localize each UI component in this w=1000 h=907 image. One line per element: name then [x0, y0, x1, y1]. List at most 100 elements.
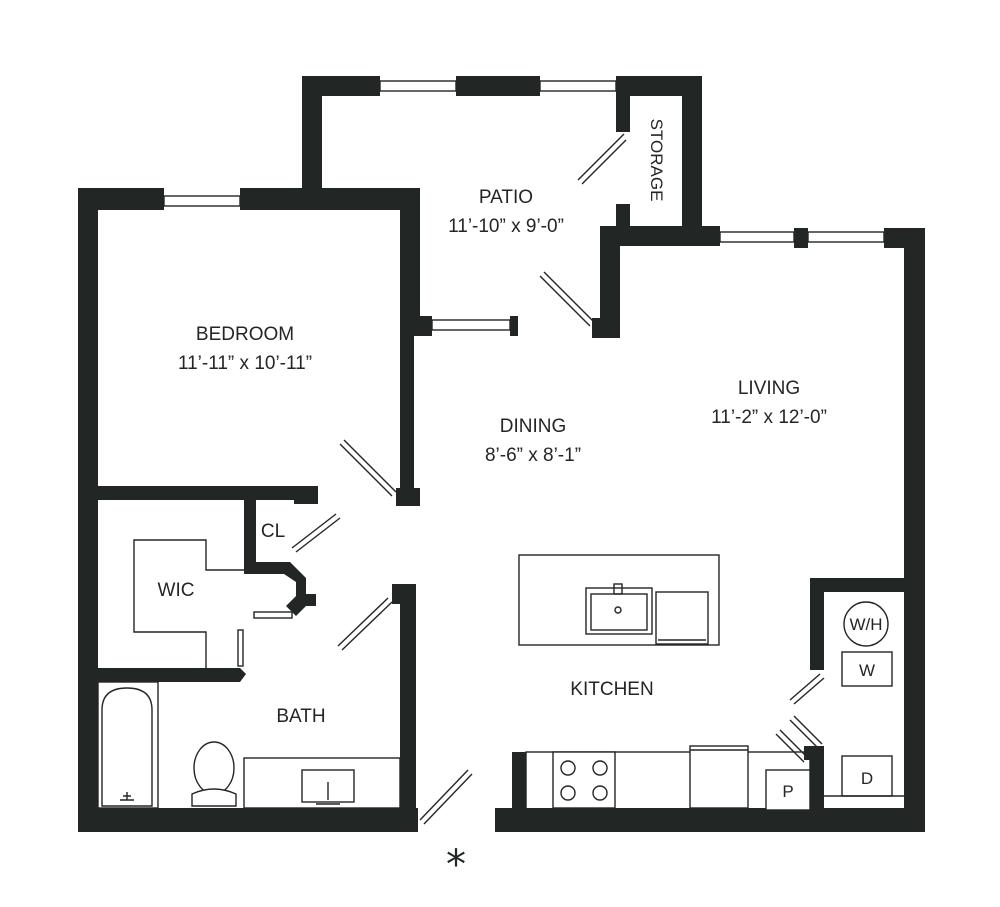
wall-closet-left — [244, 498, 256, 570]
door-patio — [539, 275, 591, 327]
window-patio-b — [539, 80, 617, 92]
wall-living-top-a — [794, 228, 808, 248]
door-wic-slab — [253, 611, 293, 619]
window-patio-a — [379, 80, 457, 92]
wall-bedroom-right-jamb-bot — [396, 488, 420, 506]
wall-patio-top-b — [456, 76, 540, 96]
door-bedroom — [339, 443, 393, 497]
closet-label: CL — [261, 521, 285, 542]
windows — [163, 80, 885, 331]
toilet-tank — [191, 788, 237, 807]
dryer-label: D — [861, 769, 873, 788]
door-bedroom-2 — [343, 439, 397, 493]
dishwasher — [655, 591, 709, 645]
drain-icon — [120, 792, 134, 801]
faucet-spout — [613, 583, 623, 595]
door-storage — [577, 133, 625, 181]
wall-laundry-jamb — [804, 746, 824, 760]
kitchen-sink — [585, 587, 653, 635]
wall-wic-bottom — [78, 668, 234, 682]
door-closet-2 — [295, 517, 341, 553]
kitchen-island — [518, 554, 720, 646]
wall-patio-living — [600, 226, 620, 338]
bathtub-basin — [101, 687, 153, 807]
wall-bedroom-right — [400, 188, 420, 336]
burner-4 — [592, 785, 608, 801]
wall-left — [78, 188, 98, 832]
door-closet — [291, 513, 337, 549]
pantry-label: P — [782, 782, 793, 801]
wall-bath-right — [400, 584, 416, 822]
patio-dims: 11’-10” x 9’-0” — [448, 216, 564, 237]
storage-label: STORAGE — [647, 119, 666, 202]
dining-label: DINING — [500, 416, 567, 437]
faucet-knob — [614, 606, 622, 614]
wall-bedroom-top-b — [240, 188, 420, 210]
door-laundry-b — [789, 719, 819, 749]
door-pantry — [775, 733, 805, 763]
burner-3 — [560, 785, 576, 801]
window-bedroom — [163, 195, 241, 207]
laundry — [824, 601, 904, 797]
entry-marker: * — [446, 842, 466, 888]
patio-label: PATIO — [479, 187, 533, 208]
door-wic-slab-2 — [237, 629, 244, 667]
wall-laundry-left — [810, 578, 824, 670]
wall-storage-right — [682, 76, 702, 246]
wall-patio-left — [302, 76, 322, 210]
wall-pantry-bottom-stub — [810, 790, 824, 810]
wall-bottom-right — [495, 808, 925, 832]
wic-label: WIC — [158, 580, 195, 601]
faucet-icon — [316, 782, 340, 805]
wall-right — [904, 228, 925, 832]
kitchen-fixtures — [518, 554, 811, 811]
wall-closet-corner — [244, 562, 306, 616]
wall-bedroom-top-a — [78, 188, 164, 210]
appliance-labels: W/H W D P — [782, 615, 882, 801]
walls — [78, 76, 925, 832]
refrigerator — [689, 745, 749, 809]
wall-wic-corner — [230, 668, 246, 682]
living-label: LIVING — [738, 378, 800, 399]
doors — [237, 133, 825, 825]
wall-laundry-top — [810, 578, 906, 592]
door-entry — [419, 769, 469, 821]
wall-storage-bottom — [600, 226, 720, 246]
wall-closet-stub — [304, 594, 316, 606]
range — [552, 751, 616, 809]
wall-storage-left-top — [616, 76, 630, 132]
window-living-a — [719, 231, 795, 243]
vanity-counter — [243, 757, 401, 809]
washer-box — [841, 651, 893, 687]
wall-patio-top-c — [616, 76, 702, 96]
door-pantry-2 — [779, 729, 809, 759]
window-living-b — [807, 231, 885, 243]
wall-living-top-b — [884, 228, 925, 248]
door-bath-2 — [341, 601, 393, 651]
wall-patio-top-a — [302, 76, 380, 96]
bathtub-outline — [97, 681, 159, 809]
wall-storage-left-bot — [616, 204, 630, 230]
door-laundry-a — [789, 673, 821, 701]
wall-bedroom-bottom — [78, 486, 318, 500]
burner-1 — [560, 760, 576, 776]
wall-patio-door-stub — [510, 316, 518, 336]
door-patio-2 — [543, 271, 595, 323]
burner-2 — [592, 760, 608, 776]
bath-fixtures — [97, 681, 401, 809]
bath-label: BATH — [276, 706, 325, 727]
wall-bedroom-bottom-stub — [294, 486, 318, 504]
wall-kitchen-left — [512, 752, 526, 814]
window-bedroom-patio — [431, 319, 511, 331]
door-laundry-b-2 — [793, 715, 823, 745]
door-entry-2 — [423, 773, 473, 825]
wall-bedroom-right-jamb-top — [414, 316, 432, 336]
door-laundry-a-2 — [793, 677, 825, 705]
room-labels: PATIO 11’-10” x 9’-0” STORAGE BEDROOM 11… — [158, 119, 827, 727]
toilet-bowl — [193, 741, 235, 795]
water-heater-icon — [843, 601, 889, 647]
pantry-box — [765, 769, 811, 811]
door-bath — [337, 597, 389, 647]
dining-dims: 8’-6” x 8’-1” — [485, 445, 581, 466]
